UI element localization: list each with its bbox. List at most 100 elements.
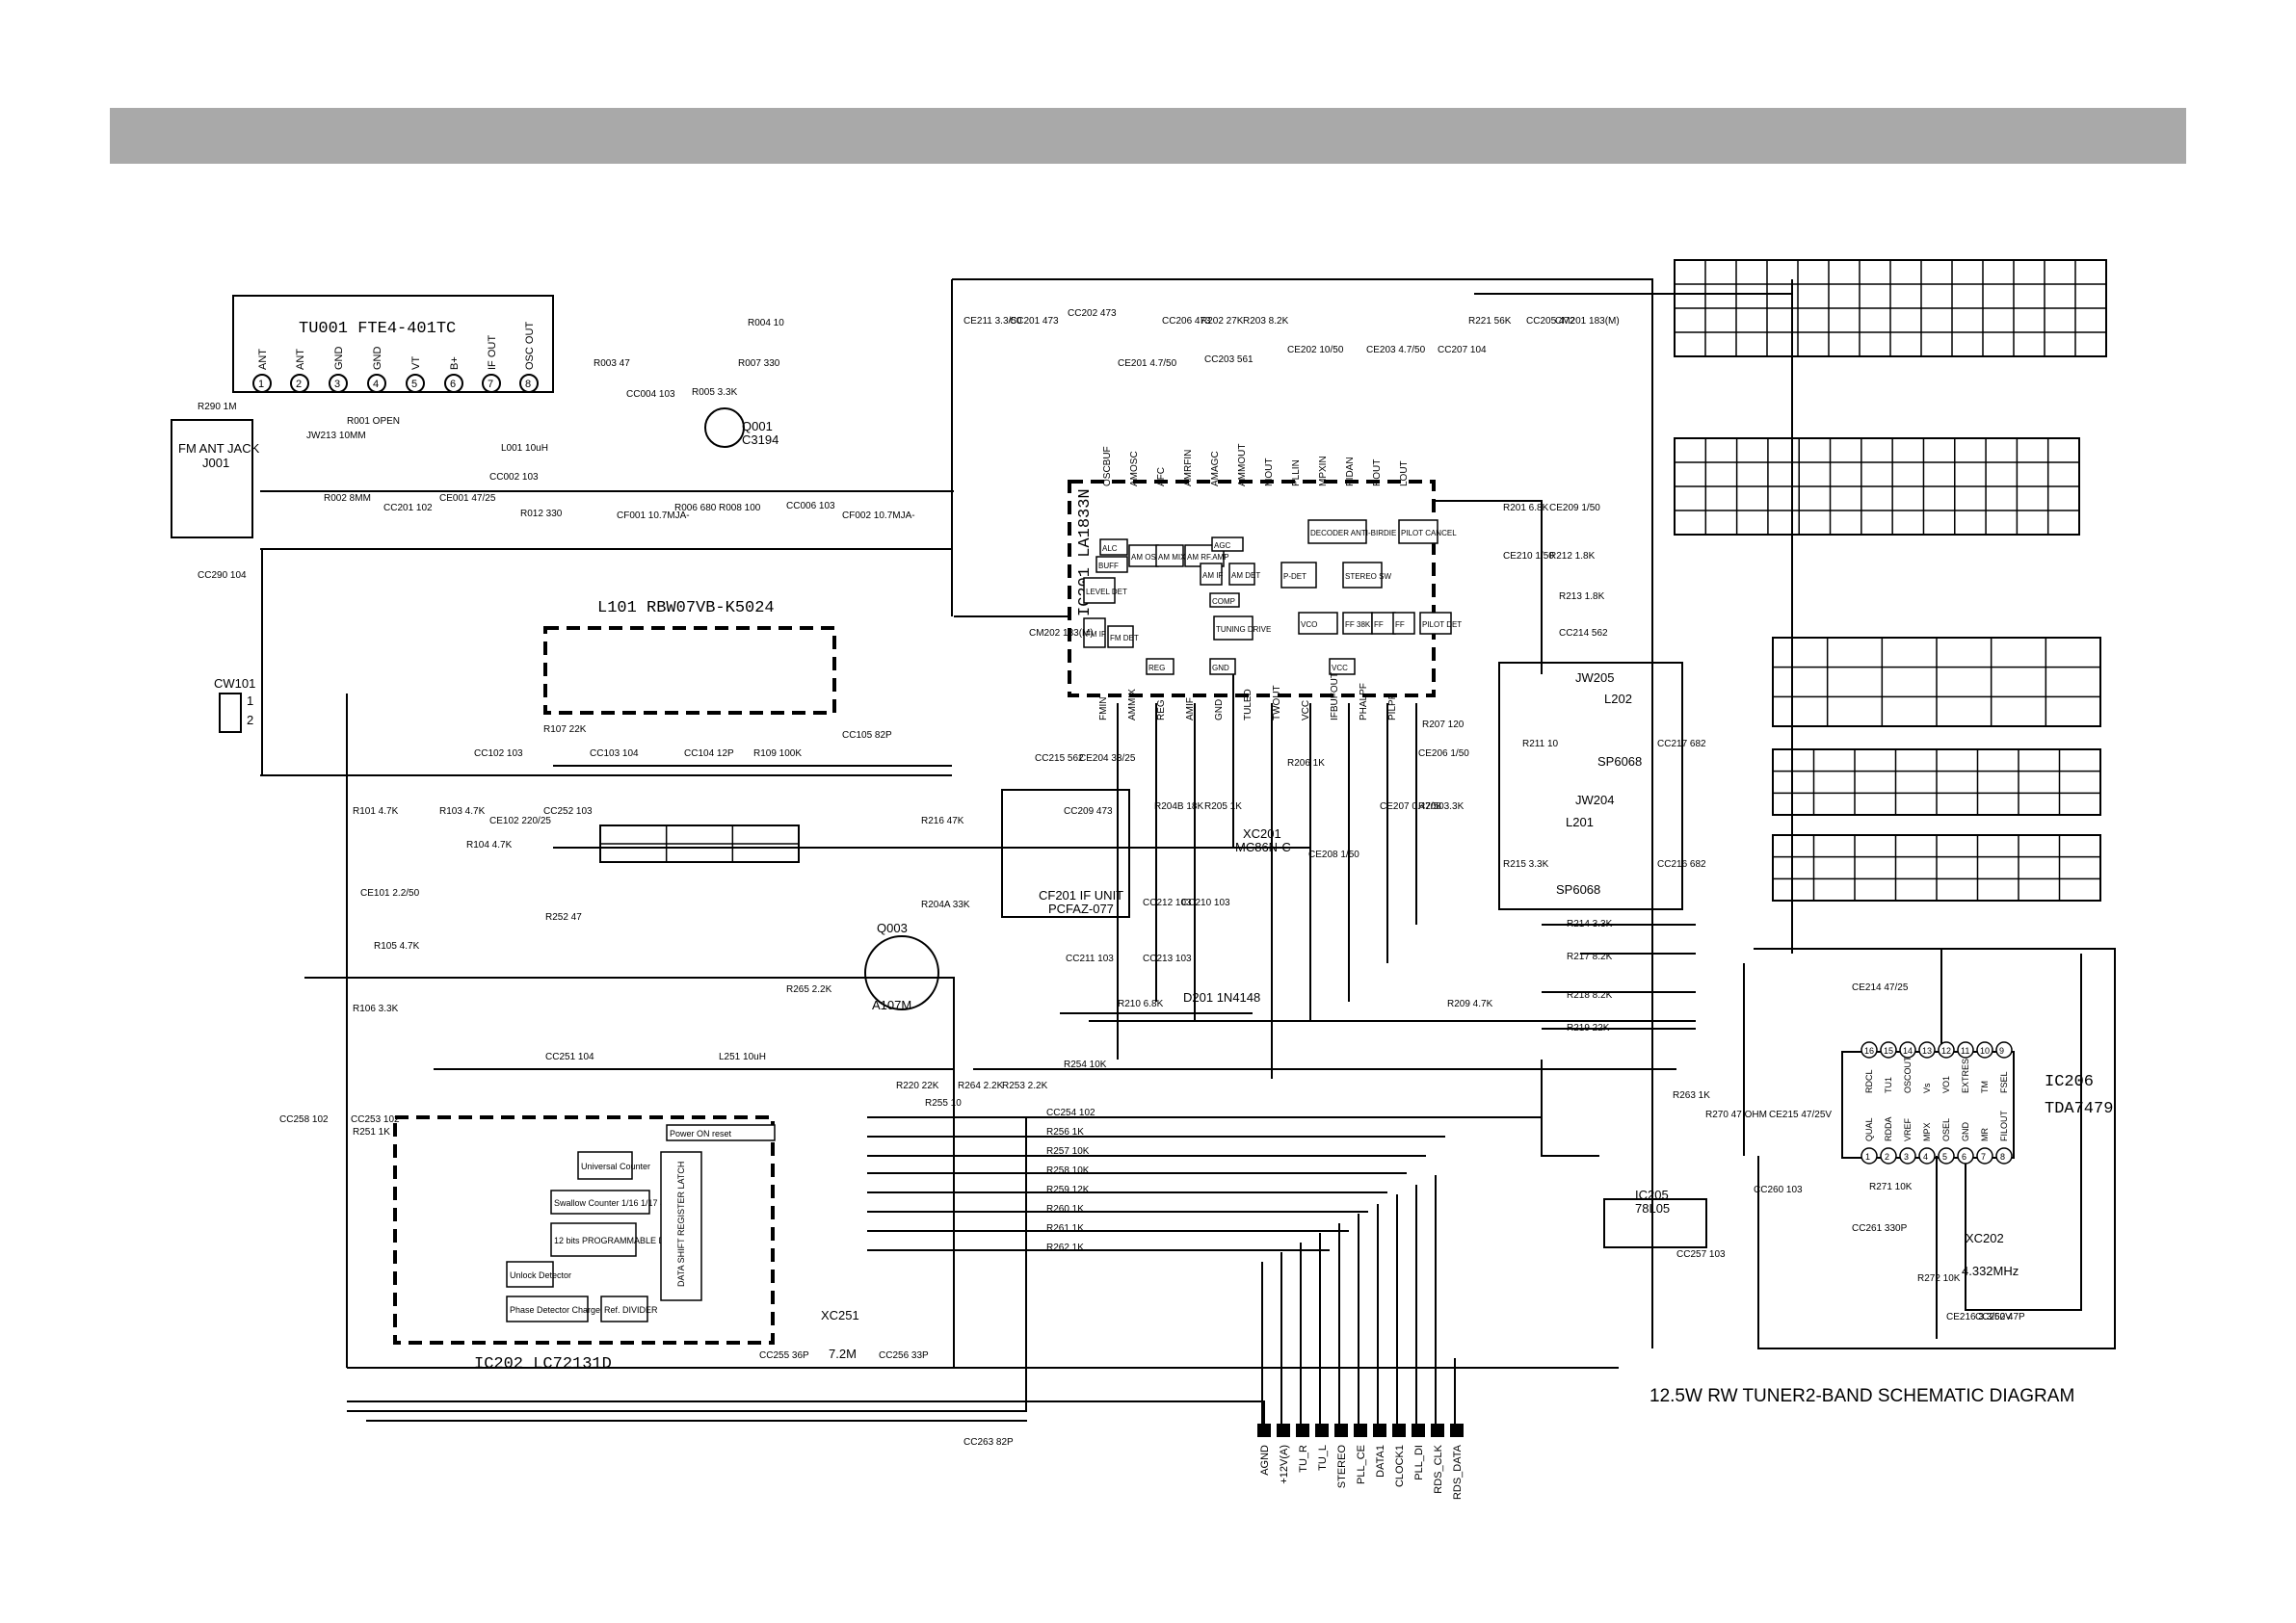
ic201-block-label: AM MIX xyxy=(1158,553,1186,562)
ic201-box xyxy=(1068,480,1436,697)
tuner-pin-number: 8 xyxy=(525,379,531,390)
tuner-pin-name: OSC OUT xyxy=(524,322,536,370)
component-label: R204A 33K xyxy=(921,900,970,910)
component-label: R207 120 xyxy=(1422,720,1465,730)
component-label: CM201 183(M) xyxy=(1555,316,1620,327)
ic206-part: TDA7479 xyxy=(2045,1100,2113,1118)
q001-part: C3194 xyxy=(742,432,779,447)
ic206-pin-name: OSEL xyxy=(1941,1118,1951,1141)
component-label: CE204 33/25 xyxy=(1079,753,1136,764)
ic201-top-pin: AMOSC xyxy=(1129,451,1140,486)
component-label: CC214 562 xyxy=(1559,628,1608,639)
l201-part: SP6068 xyxy=(1556,882,1600,897)
component-label: R006 680 xyxy=(674,503,717,513)
component-label: R221 56K xyxy=(1468,316,1512,327)
ic201-block-label: VCC xyxy=(1332,664,1348,672)
q003-circle xyxy=(864,935,939,1010)
ic201-block-label: FF 38K xyxy=(1345,620,1371,629)
ic206-pin-number: 14 xyxy=(1903,1046,1913,1056)
ic206-ref: IC206 xyxy=(2045,1073,2094,1091)
connector-pin-label: RDS_DATA xyxy=(1452,1444,1464,1500)
ic201-block-label: VCO xyxy=(1301,620,1317,629)
ic202-internal-block xyxy=(666,1124,776,1141)
ic206-pin-name: RDCL xyxy=(1864,1069,1874,1093)
ic201-block-label: AM RF.AMP xyxy=(1187,553,1229,562)
l202-part: SP6068 xyxy=(1597,754,1642,769)
ic201-top-pin: PIDAN xyxy=(1345,457,1356,486)
ic201-top-pin: MOUT xyxy=(1264,458,1275,486)
component-label: CF002 10.7MJA- xyxy=(842,510,915,521)
component-label: R003 47 xyxy=(594,358,630,369)
ic206-pin-circle xyxy=(1880,1147,1897,1165)
ic202-internal-block xyxy=(506,1296,589,1322)
tuner-pin-number: 2 xyxy=(296,379,302,390)
ic206-pin-circle xyxy=(1976,1041,1993,1059)
ic206-pin-circle xyxy=(1861,1147,1878,1165)
tuner-pin-number: 4 xyxy=(373,379,379,390)
component-label: CC263 82P xyxy=(963,1437,1014,1448)
component-label: CC002 103 xyxy=(489,472,539,483)
ic206-pin-number: 16 xyxy=(1864,1046,1874,1056)
ic206-pin-circle xyxy=(1918,1041,1936,1059)
tuner-box xyxy=(232,295,554,393)
component-label: JW213 10MM xyxy=(306,431,366,441)
ic206-pin-name: OSCOUT xyxy=(1903,1056,1913,1093)
cw101-box xyxy=(219,693,242,733)
component-label: R201 6.8K xyxy=(1503,503,1549,513)
component-label: CC004 103 xyxy=(626,389,675,400)
tuner-pin-name: ANT xyxy=(295,349,306,370)
ic206-pin-circle xyxy=(1861,1041,1878,1059)
tuner-pin-name: ANT xyxy=(257,349,269,370)
ic205-ref: IC205 xyxy=(1635,1188,1669,1202)
ic206-pin-circle xyxy=(1899,1147,1916,1165)
component-label: CC201 102 xyxy=(383,503,433,513)
ic201-block-label: DECODER ANTI-BIRDIE xyxy=(1310,529,1396,537)
xc251-ref: XC251 xyxy=(821,1308,859,1322)
connector-pin-label: AGND xyxy=(1259,1445,1271,1476)
component-label: R004 10 xyxy=(748,318,784,328)
component-label: CC211 103 xyxy=(1066,954,1114,964)
component-label: CC261 330P xyxy=(1852,1223,1908,1234)
component-label: CC202 473 xyxy=(1068,308,1117,319)
ic206-pin-number: 2 xyxy=(1885,1152,1889,1162)
component-label: CF001 10.7MJA- xyxy=(617,510,690,521)
ic201-bottom-pin: GND xyxy=(1214,699,1225,720)
component-label: CE102 220/25 xyxy=(489,816,551,826)
diagram-title: 12.5W RW TUNER2-BAND SCHEMATIC DIAGRAM xyxy=(1649,1386,2074,1406)
component-label: CC290 104 xyxy=(198,570,247,581)
component-label: CE215 47/25V xyxy=(1769,1110,1832,1120)
ic206-pin-number: 1 xyxy=(1865,1152,1870,1162)
component-label: CC254 102 xyxy=(1046,1108,1095,1118)
connector-pin-label: TU_L xyxy=(1317,1445,1329,1471)
ic201-bottom-pin: REG xyxy=(1156,699,1167,720)
component-label: R209 4.7K xyxy=(1447,999,1493,1009)
component-label: CC210 103 xyxy=(1181,898,1230,908)
ic201-block-label: AM OSC xyxy=(1131,553,1162,562)
component-label: R264 2.2K xyxy=(958,1081,1004,1091)
ic201-bottom-pin: PHALPF xyxy=(1359,683,1369,720)
connector-pin-label: PLL_DI xyxy=(1413,1445,1425,1480)
ic201-bottom-pin: PILPF xyxy=(1387,694,1398,720)
ic206-pin-name: TM xyxy=(1980,1081,1990,1093)
ic201-block-label: FF xyxy=(1374,620,1384,629)
ic201-internal-block xyxy=(1228,563,1255,586)
ic206-pin-number: 8 xyxy=(2000,1152,2005,1162)
component-label: R106 3.3K xyxy=(353,1004,399,1014)
component-label: CC206 473 xyxy=(1162,316,1211,327)
component-label: R205 1K xyxy=(1204,801,1242,812)
ic201-top-pin: PLLIN xyxy=(1291,459,1302,486)
component-label: CE203 4.7/50 xyxy=(1366,345,1426,355)
ic206-pin-name: VO1 xyxy=(1941,1076,1951,1093)
component-label: R101 4.7K xyxy=(353,806,399,817)
ic201-block-label: AM IF xyxy=(1202,571,1223,580)
component-label: R109 100K xyxy=(753,748,802,759)
ic201-internal-block xyxy=(1209,658,1236,675)
ic201-internal-block xyxy=(1211,537,1244,552)
component-label: CC006 103 xyxy=(786,501,835,511)
xc201-ref: XC201 xyxy=(1243,826,1281,841)
tuner-pin-number: 3 xyxy=(334,379,340,390)
ic202-block-label: Unlock Detector xyxy=(510,1270,571,1280)
ic202-internal-block xyxy=(660,1151,702,1301)
ic206-pin-name: Vs xyxy=(1922,1083,1932,1093)
